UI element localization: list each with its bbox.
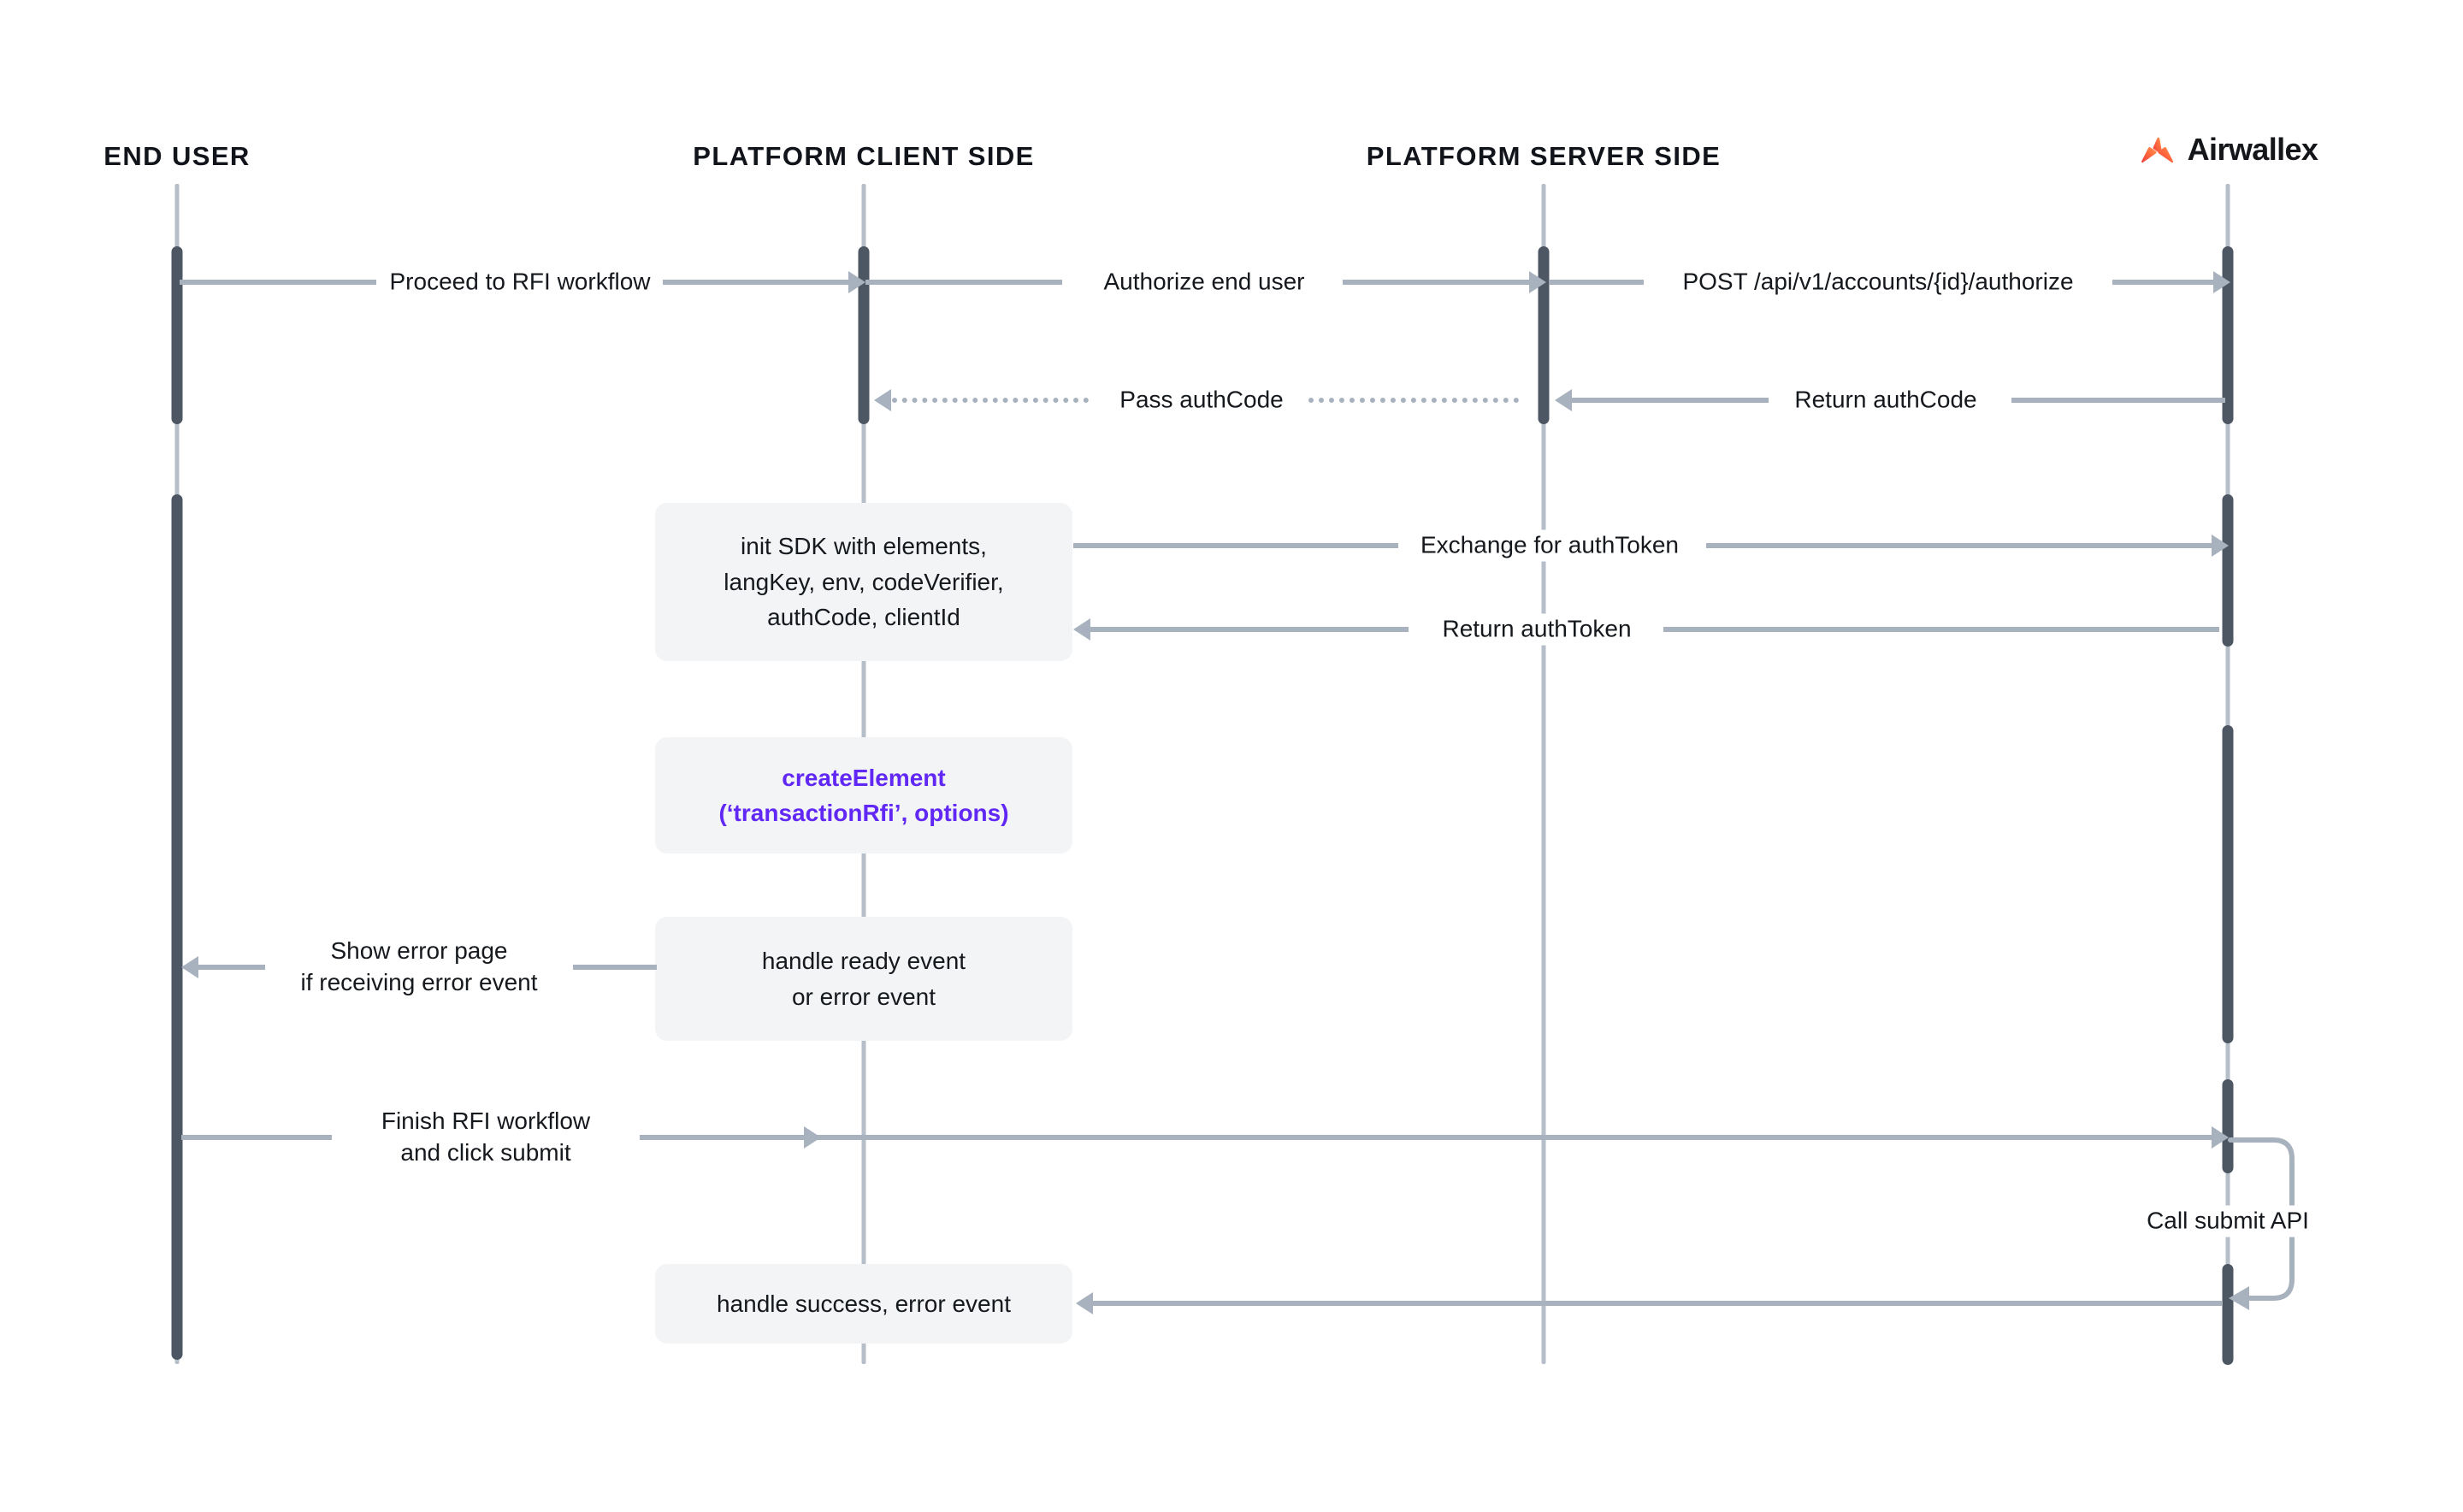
message-label: Return authCode: [1786, 384, 1986, 416]
message-line: [1572, 398, 1769, 403]
lane-header-platform-client: PLATFORM CLIENT SIDE: [693, 141, 1035, 171]
note-line: init SDK with elements,: [741, 533, 987, 560]
arrowhead-left-icon: [874, 389, 891, 411]
message-label: Exchange for authToken: [1412, 529, 1687, 562]
message-label: POST /api/v1/accounts/{id}/authorize: [1674, 266, 2082, 298]
arrowhead-left-icon: [181, 956, 198, 978]
message-label: Show error page if receiving error event: [265, 936, 573, 999]
note-line: handle success, error event: [717, 1290, 1011, 1317]
arrowhead-right-icon: [804, 1126, 821, 1149]
message-line: [626, 1135, 2213, 1140]
message-label: Return authToken: [1433, 613, 1640, 646]
note-line: langKey, env, codeVerifier,: [724, 568, 1004, 595]
arrowhead-right-icon: [2213, 271, 2230, 293]
message-label: Pass authCode: [1111, 384, 1292, 416]
arrowhead-right-icon: [848, 271, 865, 293]
message-line-dotted: [1308, 398, 1519, 403]
airwallex-logo-text: Airwallex: [2187, 132, 2318, 167]
message-label: Proceed to RFI workflow: [381, 266, 659, 298]
note-handle-success-error-event: handle success, error event: [655, 1264, 1072, 1344]
note-init-sdk: init SDK with elements, langKey, env, co…: [655, 503, 1072, 661]
arrowhead-right-icon: [1529, 271, 1546, 293]
message-line: [2112, 280, 2217, 285]
message-line: [1090, 627, 1409, 632]
arrowhead-left-icon: [1555, 389, 1572, 411]
message-label-line: Finish RFI workflow: [381, 1107, 591, 1135]
message-line: [180, 280, 376, 285]
note-create-element: createElement (‘transactionRfi’, options…: [655, 737, 1072, 853]
message-line: [1663, 627, 2219, 632]
note-line: handle ready event: [761, 948, 966, 975]
lifeline-platform-server: [1541, 184, 1546, 1364]
lane-header-platform-server: PLATFORM SERVER SIDE: [1366, 141, 1722, 171]
lane-header-end-user: END USER: [103, 141, 251, 171]
message-line: [2011, 398, 2225, 403]
message-label-line: Show error page: [330, 937, 508, 965]
message-label: Authorize end user: [1095, 266, 1314, 298]
arrowhead-right-icon: [2212, 535, 2229, 557]
message-line-dotted: [892, 398, 1089, 403]
activation-airwallex-3: [2222, 725, 2234, 1043]
note-line: or error event: [791, 983, 936, 1010]
self-message-label: Call submit API: [2138, 1205, 2318, 1237]
arrowhead-left-icon: [1076, 1292, 1093, 1314]
message-line: [865, 280, 1062, 285]
message-label-line: if receiving error event: [300, 969, 538, 995]
message-line: [198, 965, 272, 970]
activation-airwallex-2: [2222, 494, 2234, 647]
activation-end-user-2: [171, 494, 183, 1360]
airwallex-logo: Airwallex: [2138, 133, 2318, 167]
arrowhead-left-icon: [1073, 618, 1090, 641]
activation-end-user-1: [171, 246, 183, 424]
note-line: authCode, clientId: [767, 604, 960, 631]
message-label: Finish RFI workflow and click submit: [332, 1106, 640, 1169]
message-line: [568, 965, 657, 970]
message-line: [1093, 1301, 2222, 1306]
arrowhead-right-icon: [2212, 1126, 2229, 1149]
note-line: createElement: [782, 764, 946, 791]
airwallex-logo-icon: [2141, 137, 2174, 163]
note-line: (‘transactionRfi’, options): [718, 800, 1009, 826]
message-label-line: and click submit: [400, 1139, 571, 1166]
note-handle-ready-event: handle ready event or error event: [655, 917, 1072, 1041]
activation-airwallex-5: [2222, 1264, 2234, 1365]
message-line: [663, 280, 859, 285]
message-line: [1073, 543, 1398, 548]
message-line: [1550, 280, 1644, 285]
message-line: [1706, 543, 2214, 548]
message-line: [1343, 280, 1533, 285]
